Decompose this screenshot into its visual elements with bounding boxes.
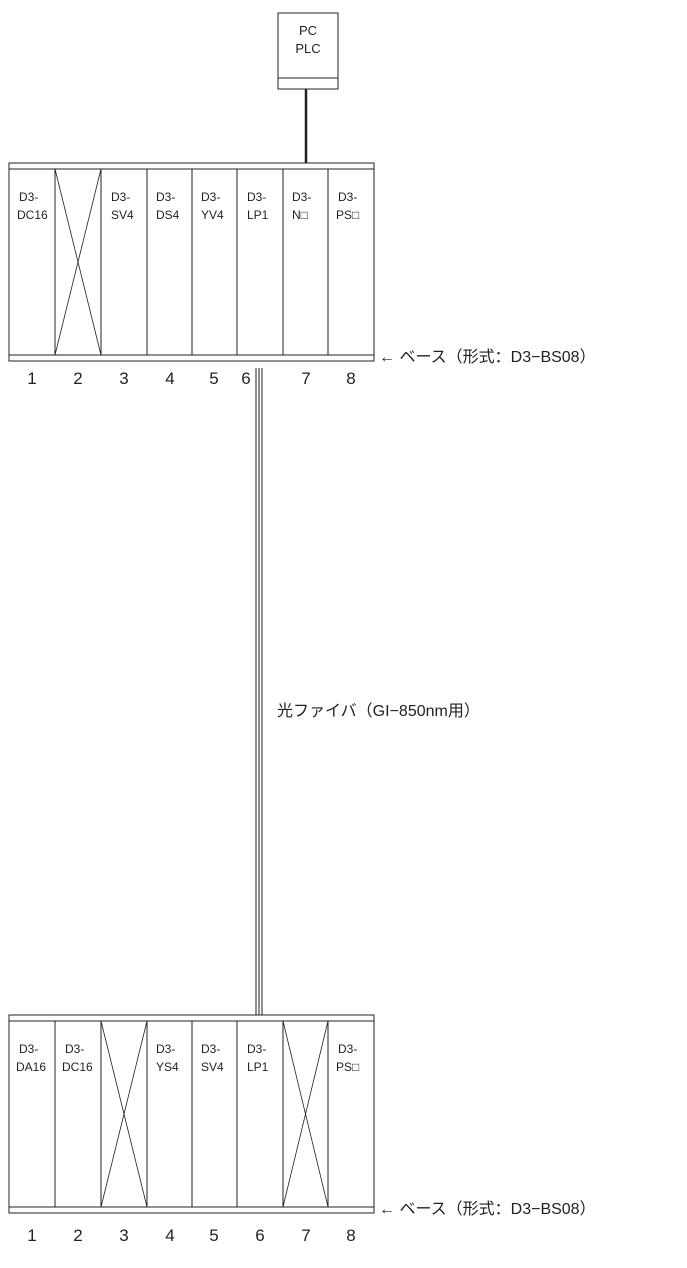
top-module-5-line1: D3- xyxy=(201,190,220,204)
optical-fiber-cable xyxy=(255,368,263,1015)
bottom-slot-number-2: 2 xyxy=(73,1226,82,1245)
bottom-module-2-line1: D3- xyxy=(65,1042,84,1056)
top-module-7-line2: N□ xyxy=(292,208,308,222)
top-module-8-line2: PS□ xyxy=(336,208,359,222)
top-slot-number-4: 4 xyxy=(165,369,174,388)
top-module-3-line1: D3- xyxy=(111,190,130,204)
bottom-slot-7-empty-mark xyxy=(282,1020,329,1208)
bottom-rack-frame xyxy=(8,1014,375,1214)
fiber-label: 光ファイバ（GI−850nm用） xyxy=(277,702,480,720)
bottom-module-8-line2: PS□ xyxy=(336,1060,359,1074)
plc-label: PLC xyxy=(295,41,320,56)
bottom-module-4-line1: D3- xyxy=(156,1042,175,1056)
bottom-module-8-line1: D3- xyxy=(338,1042,357,1056)
bottom-slot-number-4: 4 xyxy=(165,1226,174,1245)
bottom-module-1-line1: D3- xyxy=(19,1042,38,1056)
top-slot-number-2: 2 xyxy=(73,369,82,388)
top-module-3-line2: SV4 xyxy=(111,208,134,222)
top-slot-number-7: 7 xyxy=(301,369,310,388)
top-module-8-line1: D3- xyxy=(338,190,357,204)
bottom-module-4-line2: YS4 xyxy=(156,1060,179,1074)
bottom-module-2-line2: DC16 xyxy=(62,1060,93,1074)
bottom-slot-number-7: 7 xyxy=(301,1226,310,1245)
bottom-slot-number-3: 3 xyxy=(119,1226,128,1245)
top-slot-number-6: 6 xyxy=(241,369,250,388)
top-slot-number-5: 5 xyxy=(209,369,218,388)
pc-plc-box: PC PLC xyxy=(277,12,339,90)
top-module-6-line1: D3- xyxy=(247,190,266,204)
top-module-5-line2: YV4 xyxy=(201,208,224,222)
bottom-module-1-line2: DA16 xyxy=(16,1060,46,1074)
bottom-base-label: ← ベース（形式：D3−BS08） xyxy=(379,1200,596,1218)
bottom-slot-number-6: 6 xyxy=(255,1226,264,1245)
top-slot-number-8: 8 xyxy=(346,369,355,388)
bottom-module-6-line2: LP1 xyxy=(247,1060,269,1074)
bottom-rack: D3- DA16 D3- DC16 D3- YS4 D3- SV4 D3- LP… xyxy=(8,1014,375,1214)
top-module-4-line2: DS4 xyxy=(156,208,180,222)
top-module-6-line2: LP1 xyxy=(247,208,269,222)
pc-plc-box-frame xyxy=(277,12,339,90)
bottom-slot-number-8: 8 xyxy=(346,1226,355,1245)
pc-label: PC xyxy=(299,23,317,38)
bottom-slot-3-empty-mark xyxy=(100,1020,148,1208)
top-rack: D3- DC16 D3- SV4 D3- DS4 D3- YV4 D3- LP1… xyxy=(8,162,375,362)
top-module-7-line1: D3- xyxy=(292,190,311,204)
top-rack-frame xyxy=(8,162,375,362)
top-base-label: ← ベース（形式：D3−BS08） xyxy=(379,348,596,366)
bottom-module-5-line2: SV4 xyxy=(201,1060,224,1074)
top-slot-number-3: 3 xyxy=(119,369,128,388)
bottom-slot-number-1: 1 xyxy=(27,1226,36,1245)
top-module-1-line2: DC16 xyxy=(17,208,48,222)
top-module-4-line1: D3- xyxy=(156,190,175,204)
bottom-slot-numbers: 1 2 3 4 5 6 7 8 xyxy=(27,1226,355,1245)
top-slot-number-1: 1 xyxy=(27,369,36,388)
top-slot-2-empty-mark xyxy=(54,168,102,356)
bottom-slot-number-5: 5 xyxy=(209,1226,218,1245)
bottom-module-5-line1: D3- xyxy=(201,1042,220,1056)
bottom-module-6-line1: D3- xyxy=(247,1042,266,1056)
top-slot-numbers: 1 2 3 4 5 6 7 8 xyxy=(27,369,355,388)
top-module-1-line1: D3- xyxy=(19,190,38,204)
